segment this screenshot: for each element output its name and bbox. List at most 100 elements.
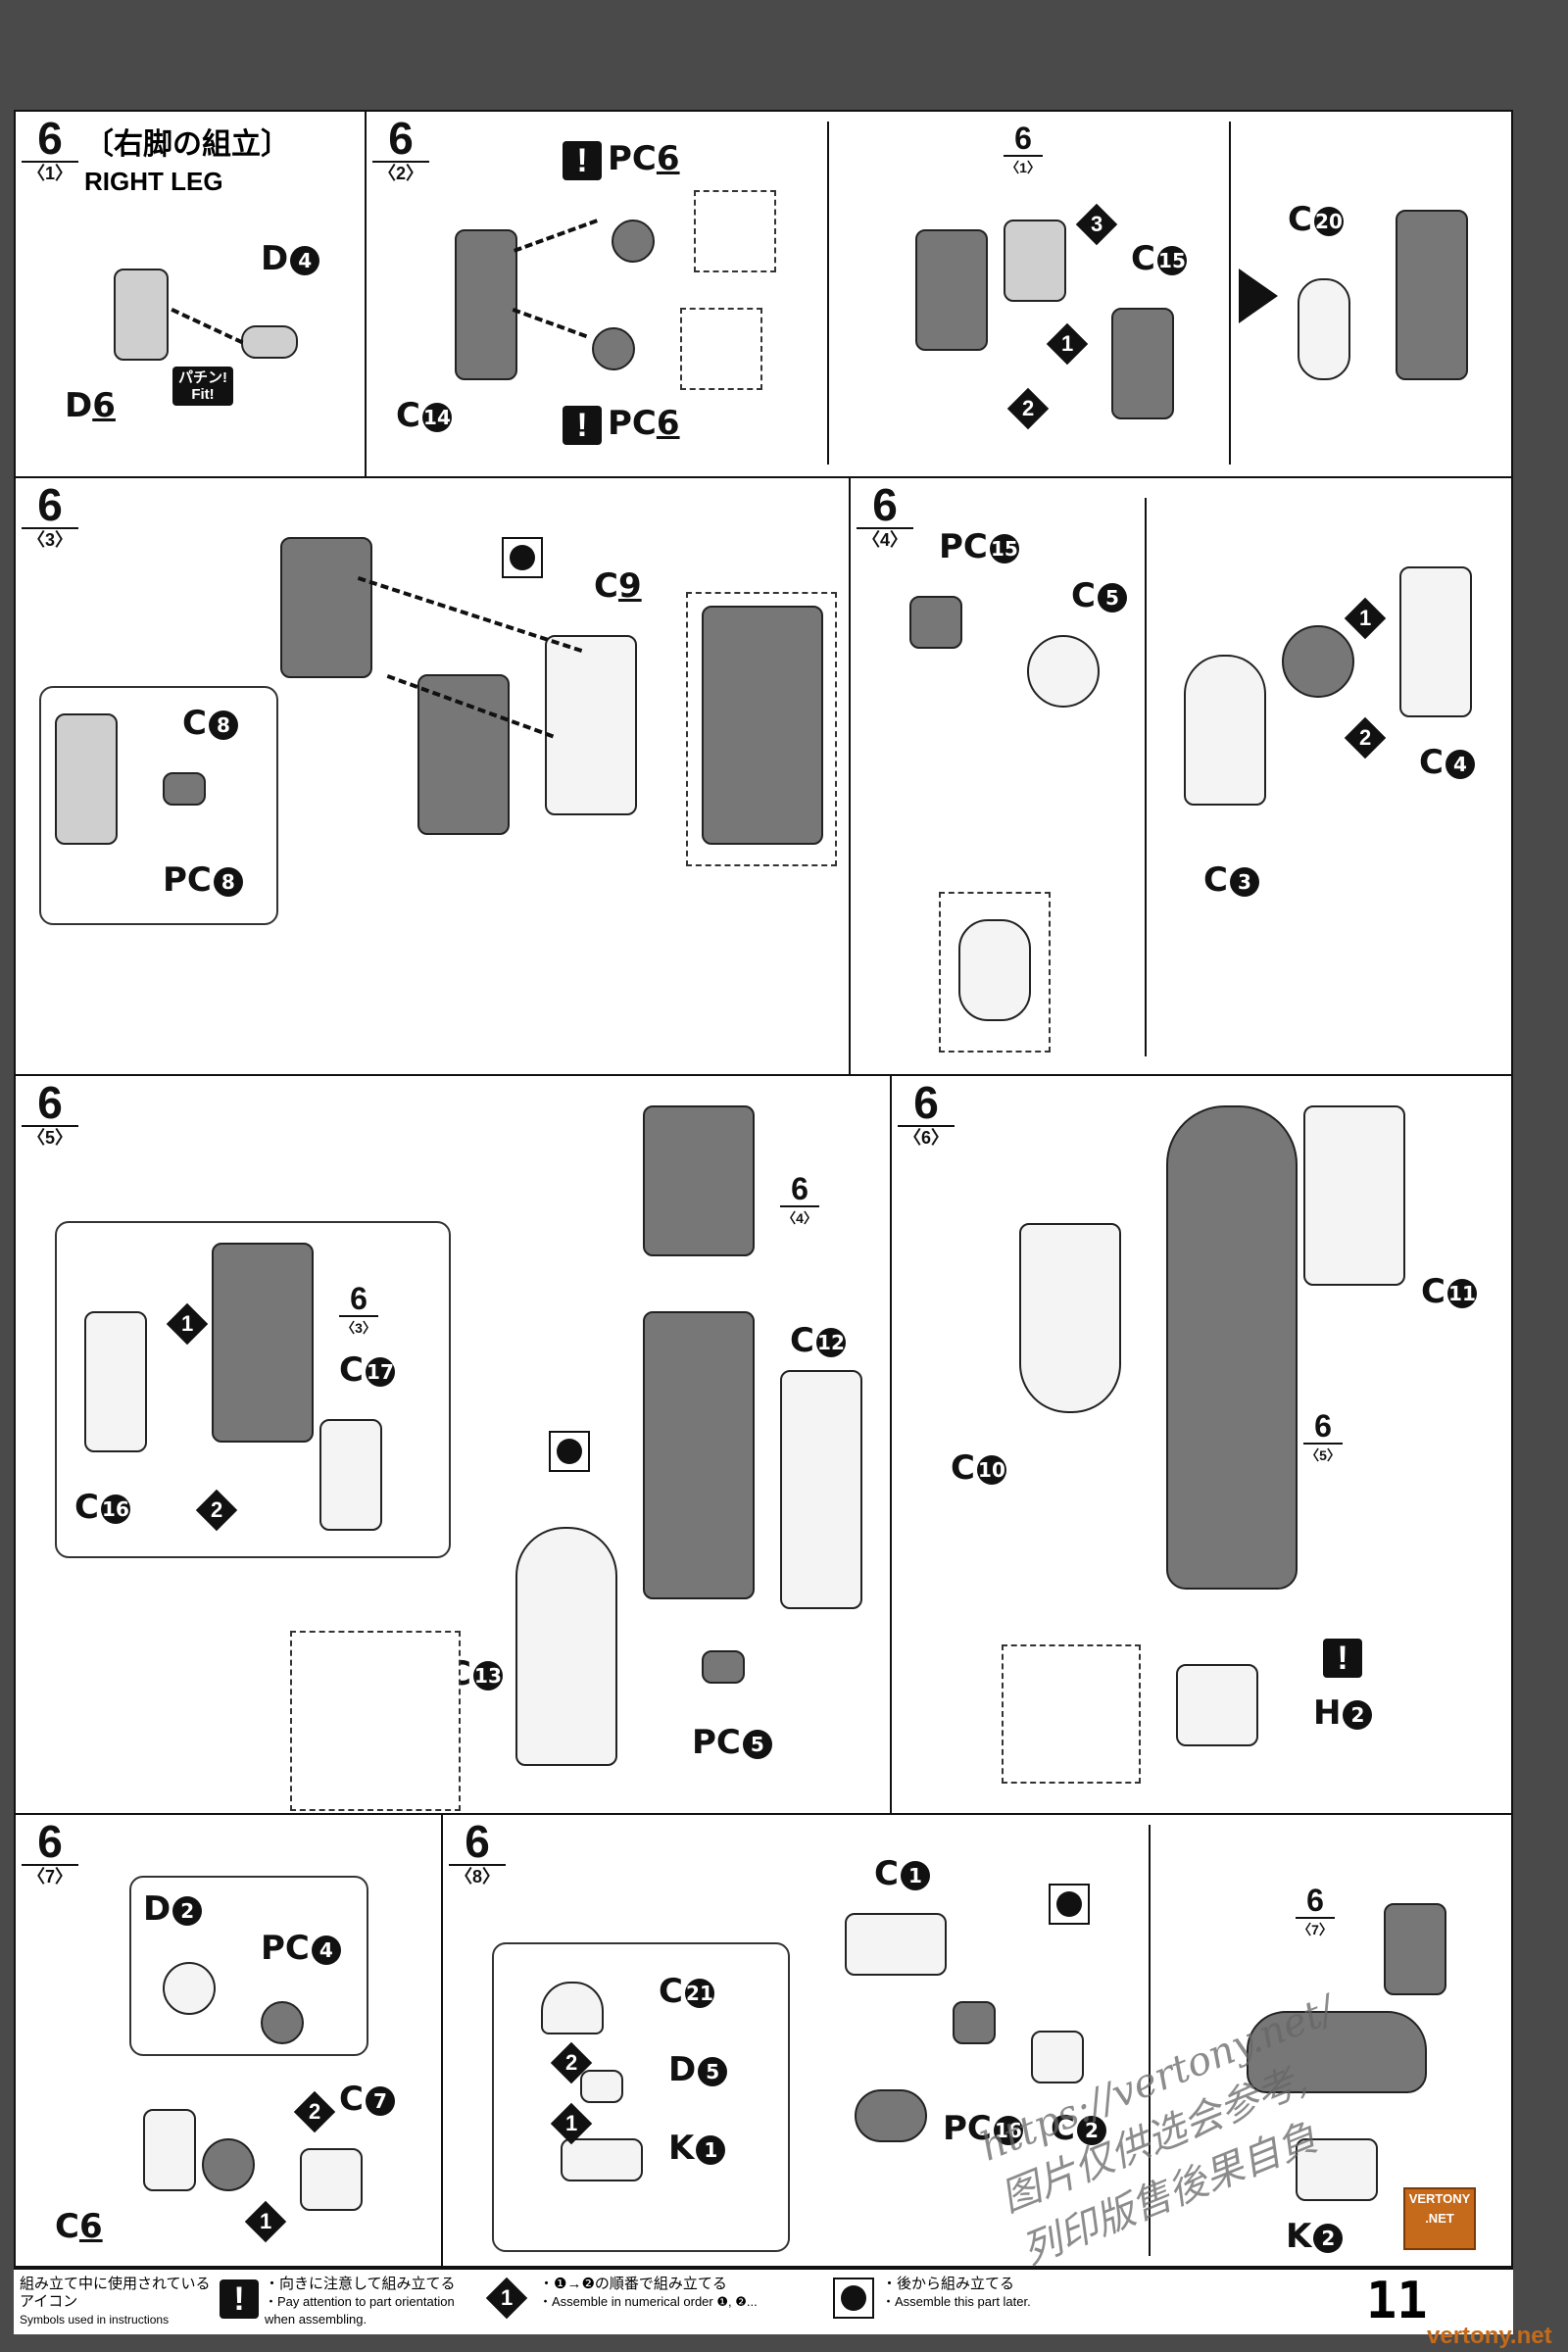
part-drawing-c1 [845, 1913, 947, 1976]
divider [827, 122, 829, 465]
order-step-2: 2 [1006, 387, 1050, 430]
corner-url: vertony.net [1427, 2323, 1552, 2349]
divider [1149, 1825, 1151, 2256]
ref-badge: 6 〈7〉 [1296, 1884, 1335, 1940]
assemble-later-icon [833, 2278, 874, 2319]
part-drawing-lower-leg [212, 1243, 314, 1443]
part-drawing-ankle [1384, 1903, 1446, 1995]
step-number: 6 [37, 113, 63, 164]
part-drawing-c9 [545, 635, 637, 815]
part-drawing-c14 [455, 229, 517, 380]
part-drawing-c21 [541, 1982, 604, 2034]
detail-inset [290, 1631, 461, 1811]
assemble-later-icon [549, 1431, 590, 1472]
part-drawing-pc6 [612, 220, 655, 263]
vertony-logo: VERTONY .NET [1403, 2187, 1476, 2250]
divider [1145, 498, 1147, 1056]
part-drawing-hip-joint [280, 537, 372, 678]
attention-icon: ! [563, 406, 602, 445]
label-d6: D6 [65, 386, 116, 425]
part-drawing-c6 [143, 2109, 196, 2191]
assembly-arrow [514, 219, 598, 253]
part-drawing-foot [1247, 2011, 1427, 2093]
part-drawing-c13 [515, 1527, 617, 1766]
part-drawing-pc5 [702, 1650, 745, 1684]
assembly-arrow [357, 576, 583, 653]
detail-inset [680, 308, 762, 390]
part-drawing-c12 [780, 1370, 862, 1609]
ref-badge: 6 〈3〉 [339, 1282, 378, 1339]
part-drawing-d6 [114, 269, 169, 361]
part-drawing-h2 [1176, 1664, 1258, 1746]
assembly-arrow [512, 308, 588, 339]
part-drawing-pc6b [592, 327, 635, 370]
assembly-arrow [171, 308, 244, 345]
part-drawing-c3 [1184, 655, 1266, 806]
step-badge: 6 〈4〉 [857, 482, 913, 551]
part-drawing-thigh [417, 674, 510, 835]
fit-badge: パチン!Fit! [172, 367, 233, 406]
step-badge: 6 〈6〉 [898, 1080, 955, 1149]
part-drawing-pc4 [261, 2001, 304, 2044]
part-drawing-toe [855, 2089, 927, 2142]
part-drawing-detail [702, 606, 823, 845]
step-badge: 6 〈3〉 [22, 482, 78, 551]
ref-badge: 6 〈4〉 [780, 1172, 819, 1229]
section-title: 〔右脚の組立〕 RIGHT LEG [84, 120, 290, 197]
part-drawing-c5 [1027, 635, 1100, 708]
part-drawing-d2 [163, 1962, 216, 2015]
part-drawing-d5 [580, 2070, 623, 2103]
order-step-2: 2 [293, 2090, 336, 2133]
part-drawing-thigh-joint [1004, 220, 1066, 302]
step-sub: 〈1〉 [22, 161, 78, 184]
part-drawing-shin [643, 1311, 755, 1599]
part-drawing-k2 [1296, 2138, 1378, 2201]
part-drawing-c16 [84, 1311, 147, 1452]
next-arrow-icon [1239, 269, 1278, 323]
part-drawing-c11 [1303, 1105, 1405, 1286]
label-pc6-bottom: PC6 [608, 404, 680, 443]
part-drawing-c10 [1019, 1223, 1121, 1413]
part-drawing-completed [1396, 210, 1468, 380]
part-drawing-pc16 [953, 2001, 996, 2044]
order-step-2: 2 [1344, 716, 1387, 760]
ref-badge: 6 〈5〉 [1303, 1409, 1343, 1466]
title-jp: 〔右脚の組立〕 [84, 128, 290, 161]
symbol-legend: 組み立て中に使用されているアイコン Symbols used in instru… [14, 2268, 1513, 2328]
label-c6: C6 [55, 2207, 103, 2246]
part-drawing-leg [1166, 1105, 1298, 1590]
part-drawing-c17 [319, 1419, 382, 1531]
part-drawing-k1 [561, 2138, 643, 2181]
part-drawing-c20 [1298, 278, 1350, 380]
order-step-3: 3 [1075, 203, 1118, 246]
step-badge: 6 〈7〉 [22, 1819, 78, 1887]
detail-inset [1002, 1644, 1141, 1784]
order-step-1: 1 [244, 2200, 287, 2243]
order-icon: 1 [485, 2277, 528, 2320]
step-badge: 6 〈8〉 [449, 1819, 506, 1887]
assemble-later-icon [502, 537, 543, 578]
assemble-later-icon [1049, 1884, 1090, 1925]
part-drawing-c15 [1111, 308, 1174, 419]
